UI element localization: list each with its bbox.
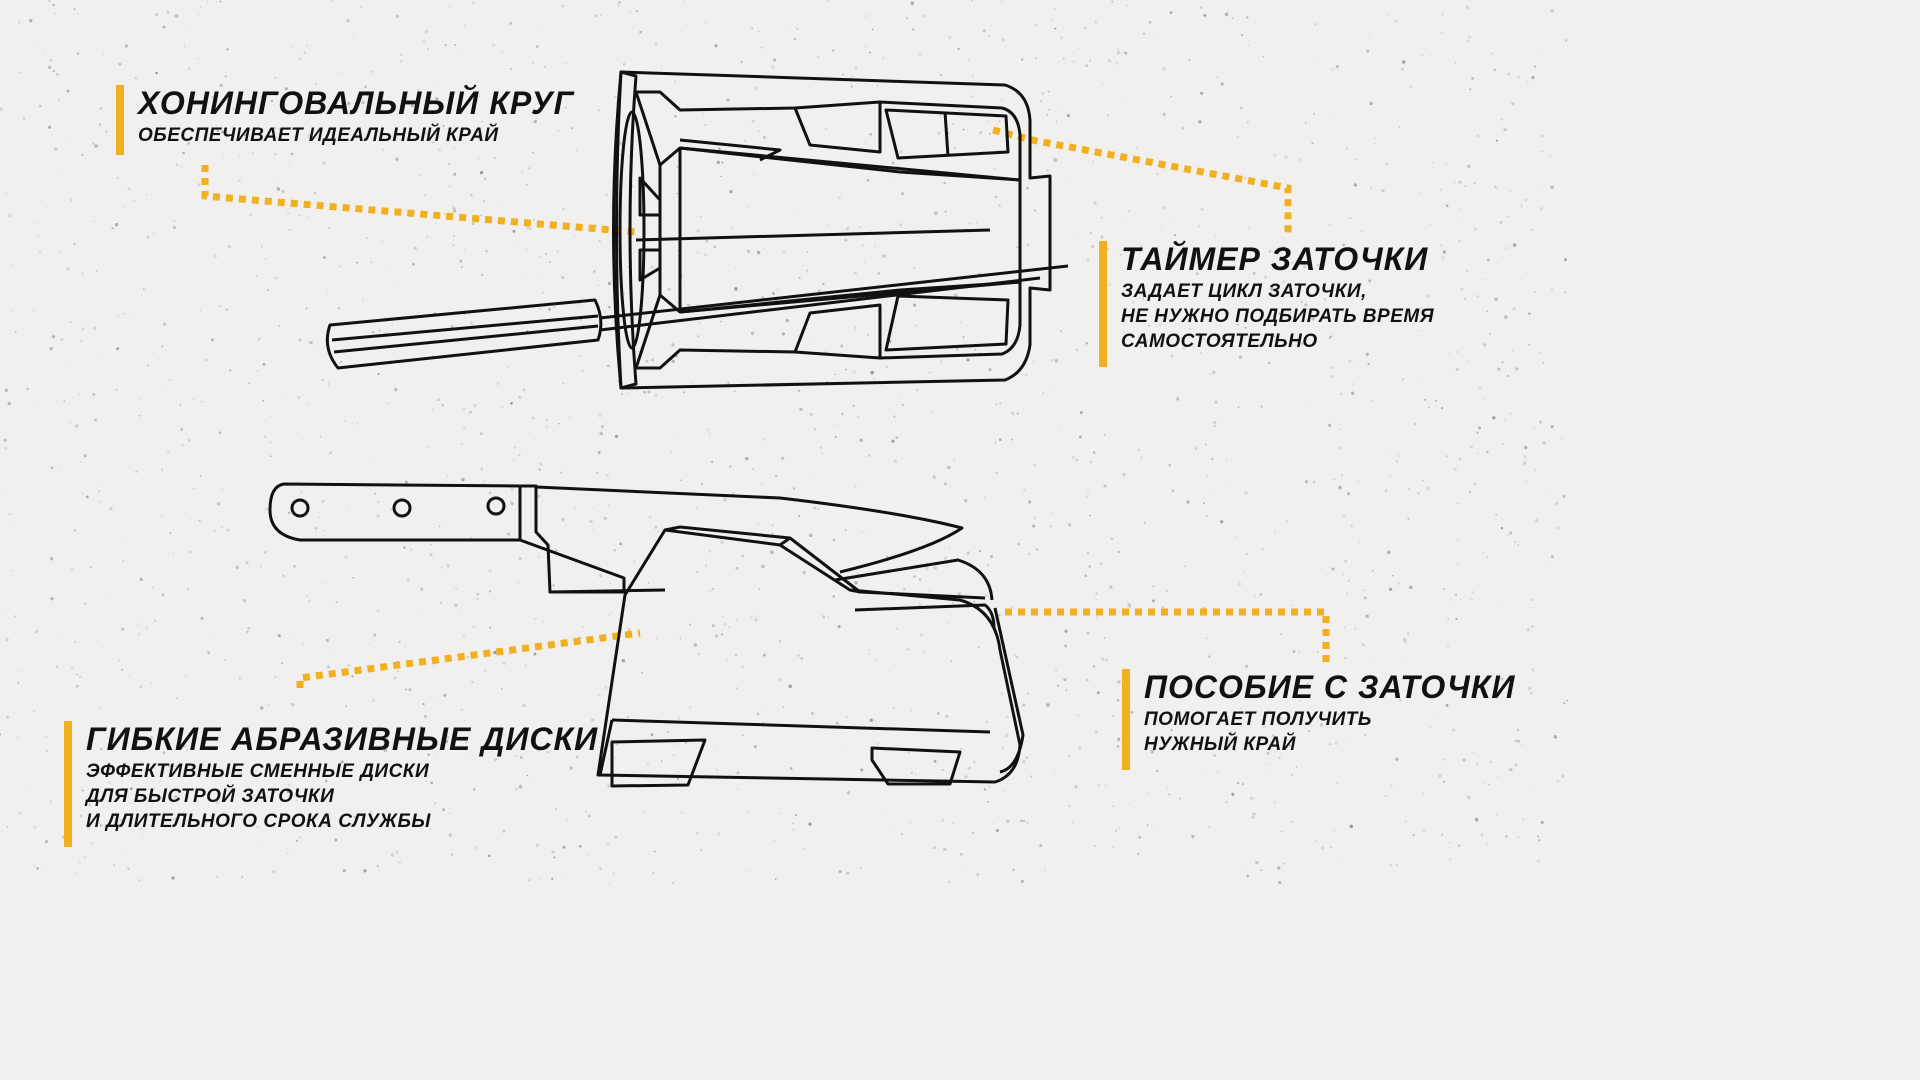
callout-guide-desc: ПОМОГАЕТ ПОЛУЧИТЬ НУЖНЫЙ КРАЙ [1144, 709, 1372, 755]
callout-honing-wheel: ХОНИНГОВАЛЬНЫЙ КРУГ ОБЕСПЕЧИВАЕТ ИДЕАЛЬН… [116, 85, 574, 155]
sharpener-top-view [325, 70, 1069, 390]
callout-disks-desc: ЭФФЕКТИВНЫЕ СМЕННЫЕ ДИСКИ ДЛЯ БЫСТРОЙ ЗА… [86, 761, 431, 832]
callout-timer-title: ТАЙМЕР ЗАТОЧКИ [1121, 241, 1429, 277]
callout-timer-desc: ЗАДАЕТ ЦИКЛ ЗАТОЧКИ, НЕ НУЖНО ПОДБИРАТЬ … [1121, 281, 1435, 352]
callout-disks-title: ГИБКИЕ АБРАЗИВНЫЕ ДИСКИ [86, 721, 599, 757]
callout-sharpening-timer: ТАЙМЕР ЗАТОЧКИ ЗАДАЕТ ЦИКЛ ЗАТОЧКИ, НЕ Н… [1099, 241, 1434, 367]
callout-sharpening-guide: ПОСОБИЕ С ЗАТОЧКИ ПОМОГАЕТ ПОЛУЧИТЬ НУЖН… [1122, 669, 1515, 770]
sharpener-side-view [268, 482, 1025, 788]
callout-guide-title: ПОСОБИЕ С ЗАТОЧКИ [1144, 669, 1516, 705]
leader-guide [1005, 608, 1330, 662]
callout-honing-desc: ОБЕСПЕЧИВАЕТ ИДЕАЛЬНЫЙ КРАЙ [138, 125, 499, 146]
knife-blade [535, 485, 964, 574]
sharpener-illustration [201, 70, 1330, 788]
callout-abrasive-disks: ГИБКИЕ АБРАЗИВНЫЕ ДИСКИ ЭФФЕКТИВНЫЕ СМЕН… [64, 721, 598, 847]
knife-handle [268, 482, 522, 542]
leader-disks [296, 629, 641, 688]
speckled-background [0, 0, 1568, 884]
leader-honing [201, 165, 637, 236]
callout-honing-title: ХОНИНГОВАЛЬНЫЙ КРУГ [138, 85, 575, 121]
leader-timer [992, 126, 1292, 238]
